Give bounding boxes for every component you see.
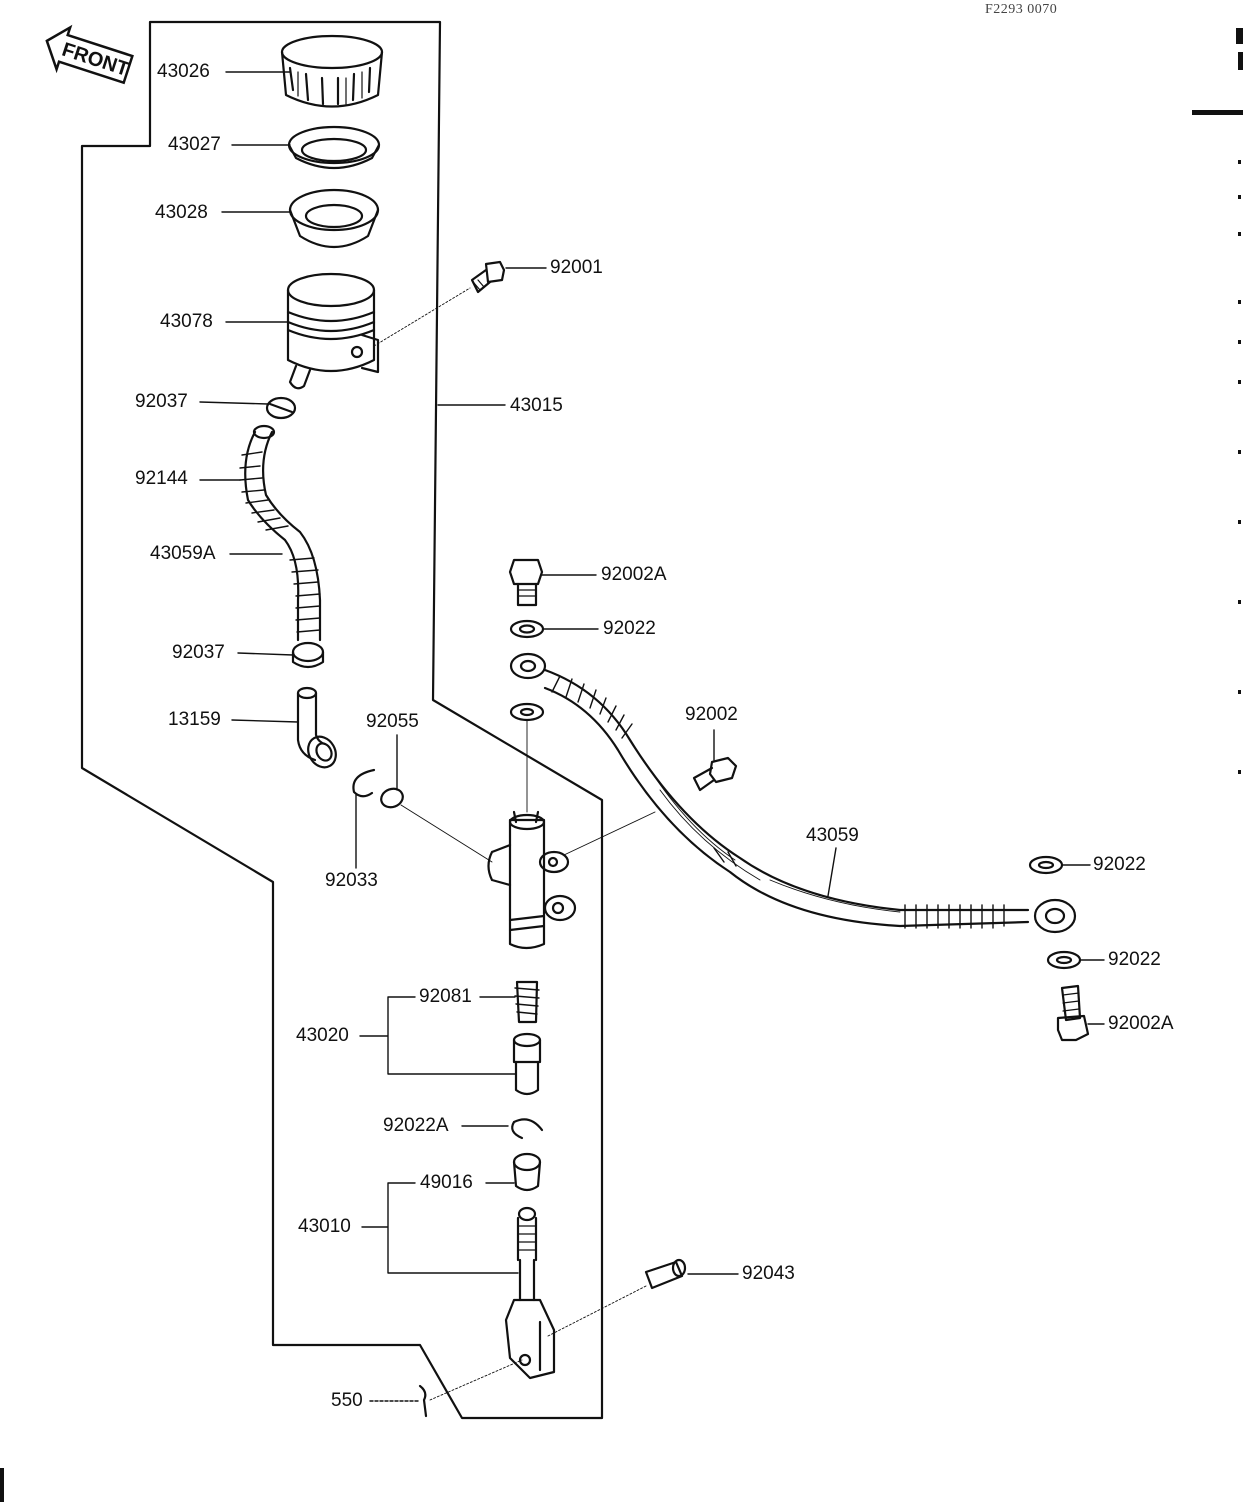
part-label-43028: 43028	[155, 202, 208, 223]
screw-alignment-line	[373, 287, 471, 347]
clevis-pin	[644, 1258, 687, 1290]
push-rod	[504, 1206, 556, 1380]
part-label-92022-right-2: 92022	[1108, 949, 1161, 970]
leader-92037-lower	[237, 652, 294, 656]
circlip-92022A	[511, 1118, 544, 1140]
leader-43010	[361, 1182, 519, 1274]
part-label-43020: 43020	[296, 1025, 349, 1046]
part-label-43059A: 43059A	[150, 543, 216, 564]
part-label-92002: 92002	[685, 704, 738, 725]
part-label-92002A-bottom: 92002A	[1108, 1013, 1174, 1034]
washer-92022-lower	[509, 702, 545, 722]
diagram-code: F2293 0070	[985, 2, 1058, 17]
dust-boot	[512, 1152, 542, 1192]
circlip-92033	[352, 768, 376, 798]
part-label-43015: 43015	[510, 395, 563, 416]
front-direction-badge: FRONT	[40, 15, 140, 100]
return-spring	[514, 980, 540, 1024]
part-label-92037-upper: 92037	[135, 391, 188, 412]
part-label-43027: 43027	[168, 134, 221, 155]
part-label-92022-top: 92022	[603, 618, 656, 639]
reservoir-cap	[280, 34, 384, 108]
front-arrow-icon: FRONT	[45, 24, 134, 85]
assembly-outline	[80, 20, 604, 1420]
elbow-fitting	[296, 686, 337, 769]
banjo-bolt-top	[508, 558, 544, 607]
cotter-axis-line	[429, 1359, 523, 1401]
cotter-pin	[418, 1384, 428, 1418]
piston-cup	[512, 1032, 542, 1096]
page-edge-marks	[0, 28, 1243, 1502]
port-connection-1	[400, 804, 493, 863]
hose-clamp-upper	[265, 396, 297, 420]
part-label-92001: 92001	[550, 257, 603, 278]
reservoir-hose	[239, 424, 322, 642]
part-label-92043: 92043	[742, 1263, 795, 1284]
part-label-550: 550	[331, 1390, 363, 1411]
washer-92022-right-1	[1028, 855, 1064, 875]
part-label-43010: 43010	[298, 1216, 351, 1237]
reservoir-tank	[286, 272, 380, 390]
diaphragm	[288, 188, 380, 248]
washer-92022-top	[509, 619, 545, 639]
hose-clamp-lower	[291, 641, 325, 669]
screw-92001	[470, 260, 506, 294]
leader-13159	[231, 719, 299, 723]
brake-hose	[509, 652, 1077, 934]
part-label-43059: 43059	[806, 825, 859, 846]
part-label-92055: 92055	[366, 711, 419, 732]
leader-43020	[359, 996, 516, 1075]
part-label-43026: 43026	[157, 61, 210, 82]
part-label-92037-lower: 92037	[172, 642, 225, 663]
part-label-92144: 92144	[135, 468, 188, 489]
part-label-92033: 92033	[325, 870, 378, 891]
part-label-43078: 43078	[160, 311, 213, 332]
banjo-bolt-bottom	[1056, 984, 1090, 1042]
part-label-13159: 13159	[168, 709, 221, 730]
master-cylinder-body	[487, 810, 577, 950]
o-ring-92055	[380, 787, 404, 809]
bolt-92002	[692, 756, 738, 792]
part-label-49016: 49016	[420, 1172, 473, 1193]
leader-43059	[827, 847, 837, 897]
diaphragm-plate	[287, 125, 381, 170]
part-label-92022-right-1: 92022	[1093, 854, 1146, 875]
washer-92022-right-2	[1046, 950, 1082, 970]
part-label-92022A: 92022A	[383, 1115, 449, 1136]
part-label-92002A-top: 92002A	[601, 564, 667, 585]
port-connection-2	[563, 811, 656, 856]
leader-92037-upper	[199, 401, 269, 405]
part-label-92081: 92081	[419, 986, 472, 1007]
pin-axis-line	[547, 1285, 647, 1337]
